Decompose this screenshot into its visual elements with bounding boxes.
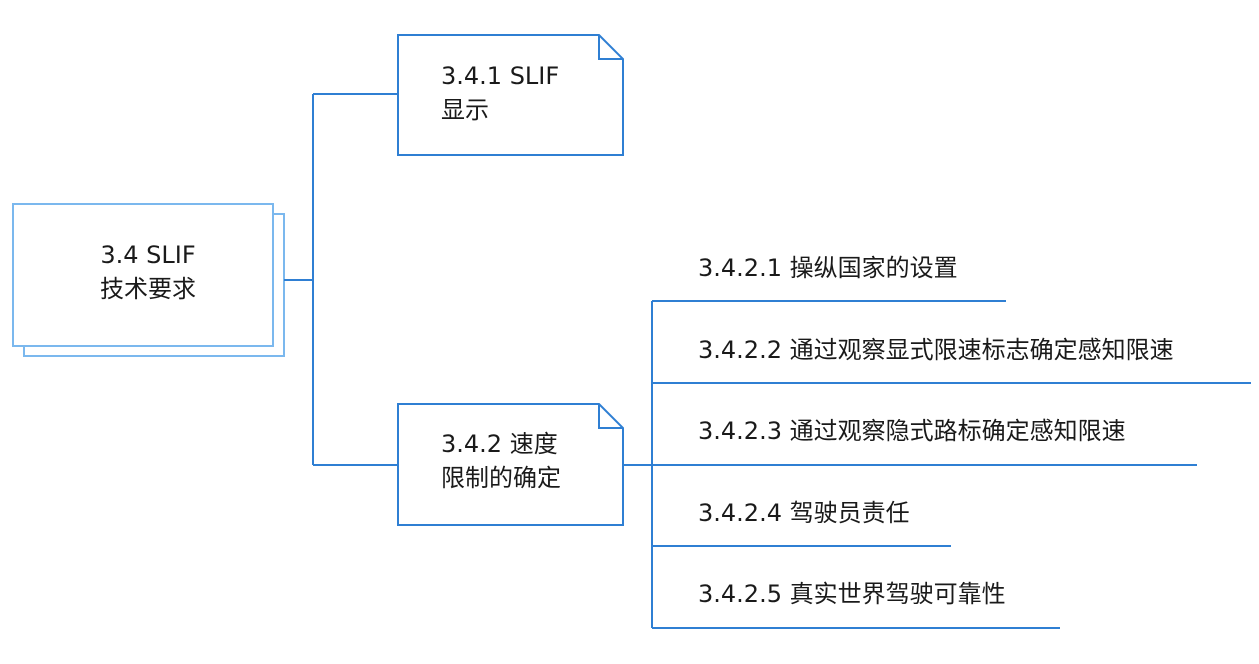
child-node-3-4-1-fold [598,35,623,60]
root-connector [284,93,398,466]
child-node-3-4-2-label-line-1: 3.4.2 速度 [441,430,558,458]
leaf-3-4-2-4[interactable]: 3.4.2.4 驾驶员责任 [698,499,910,527]
root-node-label-line-1: 3.4 SLIF [100,241,196,269]
root-node-label-line-2: 技术要求 [100,275,196,303]
child-node-3-4-1-label-line-2: 显示 [441,96,489,124]
child-node-3-4-1-label-line-1: 3.4.1 SLIF [441,62,560,90]
child-node-3-4-1-label: 3.4.1 SLIF 显示 [441,59,559,127]
child-node-3-4-2[interactable] [397,403,624,526]
root-node-label: 3.4 SLIF 技术要求 [24,238,272,306]
child-node-3-4-1[interactable] [397,34,624,156]
leaf-3-4-2-2[interactable]: 3.4.2.2 通过观察显式限速标志确定感知限速 [698,336,1174,364]
child-node-3-4-2-label-line-2: 限制的确定 [441,464,561,492]
child-node-3-4-2-label: 3.4.2 速度 限制的确定 [441,427,561,495]
child-node-3-4-1-shape [397,34,624,156]
child-node-3-4-2-fold [598,404,623,429]
leaf-connector [623,300,1251,629]
child-node-3-4-2-shape [397,403,624,526]
leaf-3-4-2-1[interactable]: 3.4.2.1 操纵国家的设置 [698,254,958,282]
leaf-3-4-2-3[interactable]: 3.4.2.3 通过观察隐式路标确定感知限速 [698,417,1126,445]
root-node[interactable] [12,203,285,357]
leaf-3-4-2-5[interactable]: 3.4.2.5 真实世界驾驶可靠性 [698,580,1006,608]
root-node-front-sheet [12,203,274,347]
